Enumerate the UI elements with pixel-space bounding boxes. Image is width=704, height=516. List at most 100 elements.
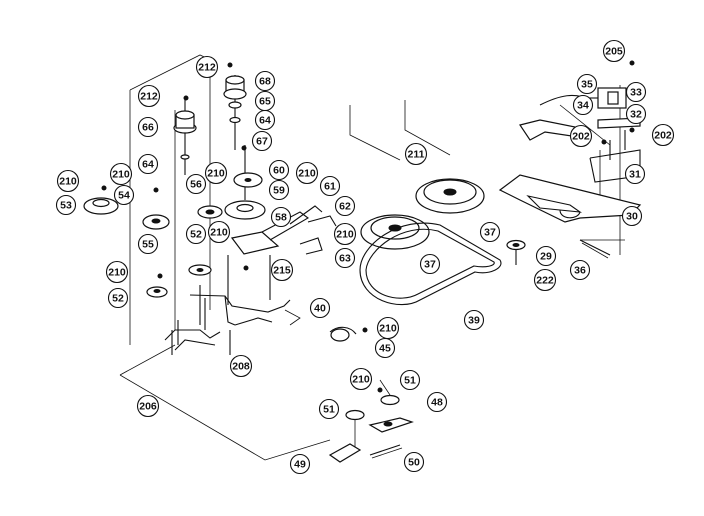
callout-number: 212	[198, 62, 216, 74]
callout-210: 210	[376, 316, 400, 340]
callout-number: 51	[404, 375, 416, 387]
callout-number: 34	[577, 100, 589, 112]
leader-lines	[119, 54, 625, 461]
callout-circle	[207, 220, 231, 244]
callout-circle	[403, 451, 425, 473]
callout-circle	[569, 124, 593, 148]
callout-210: 210	[207, 220, 231, 244]
callout-37: 37	[419, 253, 441, 275]
callout-number: 210	[59, 176, 77, 188]
callout-circle	[349, 367, 373, 391]
callout-circle	[136, 394, 160, 418]
callout-circle	[137, 153, 159, 175]
callout-circle	[105, 260, 129, 284]
callout-number: 206	[139, 401, 157, 413]
callout-53: 53	[55, 194, 77, 216]
callout-52: 52	[107, 287, 129, 309]
callout-circle	[333, 222, 357, 246]
callout-circle	[569, 259, 591, 281]
callout-number: 59	[273, 185, 285, 197]
callout-number: 205	[605, 46, 623, 58]
callout-number: 210	[336, 229, 354, 241]
callout-circle	[229, 354, 253, 378]
callout-number: 202	[654, 130, 672, 142]
callout-55: 55	[137, 233, 159, 255]
right-bracket-assembly	[498, 60, 642, 265]
callout-212: 212	[195, 55, 219, 79]
bottom-assembly	[328, 387, 414, 463]
callout-33: 33	[625, 81, 647, 103]
callout-number: 222	[536, 275, 554, 287]
callout-30: 30	[621, 205, 643, 227]
callout-number: 52	[190, 229, 202, 241]
callout-circle	[309, 297, 331, 319]
callout-circle	[56, 169, 80, 193]
callout-64: 64	[137, 153, 159, 175]
callout-62: 62	[334, 195, 356, 217]
callout-number: 55	[142, 239, 154, 251]
callout-circle	[270, 258, 294, 282]
callout-number: 202	[572, 131, 590, 143]
callout-circle	[625, 81, 647, 103]
callout-211: 211	[404, 142, 428, 166]
callout-circle	[251, 130, 273, 152]
callout-45: 45	[374, 337, 396, 359]
callout-circle	[374, 337, 396, 359]
callout-number: 48	[431, 397, 443, 409]
callout-number: 208	[232, 361, 250, 373]
callout-circle	[137, 233, 159, 255]
callout-210: 210	[333, 222, 357, 246]
callout-205: 205	[602, 39, 626, 63]
callout-circle	[185, 223, 207, 245]
callout-210: 210	[204, 161, 228, 185]
callout-61: 61	[319, 175, 341, 197]
callout-circle	[334, 247, 356, 269]
callout-206: 206	[136, 394, 160, 418]
callout-number: 54	[118, 190, 130, 202]
callout-number: 67	[256, 136, 268, 148]
callout-67: 67	[251, 130, 273, 152]
callout-58: 58	[270, 206, 292, 228]
callout-circle	[419, 253, 441, 275]
callout-circle	[576, 73, 598, 95]
callout-31: 31	[624, 163, 646, 185]
callout-65: 65	[254, 90, 276, 112]
callout-32: 32	[625, 103, 647, 125]
callout-number: 66	[142, 122, 154, 134]
callout-circle	[254, 109, 276, 131]
callout-number: 37	[484, 227, 496, 239]
callout-number: 64	[259, 115, 271, 127]
callout-210: 210	[56, 169, 80, 193]
callout-circle	[295, 161, 319, 185]
callout-number: 56	[190, 179, 202, 191]
callout-circle	[107, 287, 129, 309]
callout-circle	[185, 173, 207, 195]
callout-number: 210	[108, 267, 126, 279]
callout-number: 40	[314, 303, 326, 315]
callout-50: 50	[403, 451, 425, 473]
callout-circle	[137, 84, 161, 108]
callout-number: 64	[142, 159, 154, 171]
callout-66: 66	[137, 116, 159, 138]
callout-number: 52	[112, 293, 124, 305]
callout-circle	[651, 123, 675, 147]
callout-202: 202	[651, 123, 675, 147]
callout-circle	[319, 175, 341, 197]
callout-circle	[268, 159, 290, 181]
callout-60: 60	[268, 159, 290, 181]
belt-pulley-assembly	[329, 178, 502, 342]
callout-circle	[426, 391, 448, 413]
callout-48: 48	[426, 391, 448, 413]
callout-number: 58	[275, 212, 287, 224]
callout-circle	[399, 369, 421, 391]
callout-64: 64	[254, 109, 276, 131]
callout-number: 50	[408, 457, 420, 469]
callout-number: 210	[352, 374, 370, 386]
callout-56: 56	[185, 173, 207, 195]
callout-circle	[463, 309, 485, 331]
callout-circle	[404, 142, 428, 166]
callout-51: 51	[318, 398, 340, 420]
callout-number: 210	[379, 323, 397, 335]
callout-number: 51	[323, 404, 335, 416]
